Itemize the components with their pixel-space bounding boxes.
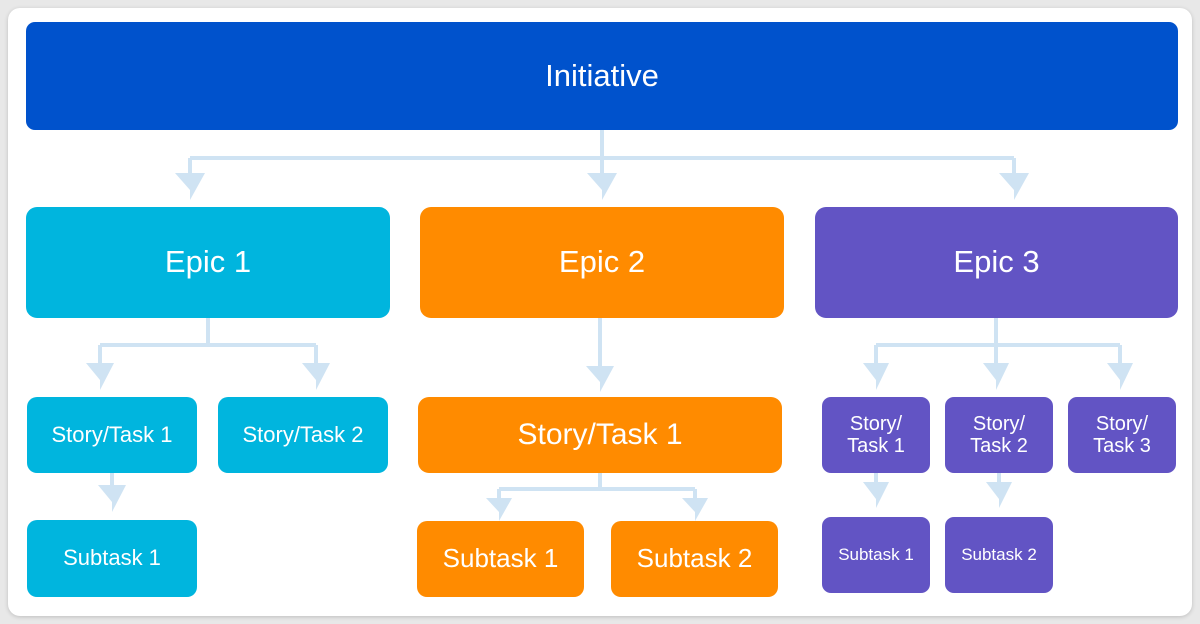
node-epic-3[interactable]: Epic 3	[815, 207, 1178, 318]
connector-epic3-to-stories	[874, 318, 1122, 365]
node-epic1-story-task-2[interactable]: Story/Task 2	[218, 397, 388, 473]
node-epic3-subtask-2[interactable]: Subtask 2	[945, 517, 1053, 593]
connector-initiative-to-epics	[188, 130, 1016, 175]
node-epic3-story-task-3[interactable]: Story/ Task 3	[1068, 397, 1176, 473]
diagram-stage: Initiative Epic 1 Epic 2 Epic 3 Story/Ta…	[8, 8, 1192, 616]
node-epic3-subtask-1[interactable]: Subtask 1	[822, 517, 930, 593]
node-epic2-story-task-1[interactable]: Story/Task 1	[418, 397, 782, 473]
node-epic2-subtask-2[interactable]: Subtask 2	[611, 521, 778, 597]
node-epic3-story-task-1[interactable]: Story/ Task 1	[822, 397, 930, 473]
arrowheads-epic3-stories	[863, 363, 1133, 390]
node-initiative[interactable]: Initiative	[26, 22, 1178, 130]
connector-epic3-stories-to-subtasks	[874, 473, 1001, 484]
node-epic1-subtask-1[interactable]: Subtask 1	[27, 520, 197, 597]
diagram-card: Initiative Epic 1 Epic 2 Epic 3 Story/Ta…	[8, 8, 1192, 616]
arrowheads-epic2-subtasks	[486, 498, 708, 521]
node-epic3-story-task-2[interactable]: Story/ Task 2	[945, 397, 1053, 473]
arrowheads-epics	[175, 173, 1029, 200]
node-epic1-story-task-1[interactable]: Story/Task 1	[27, 397, 197, 473]
connector-epic2-story-to-subtasks	[497, 473, 697, 500]
node-epic2-subtask-1[interactable]: Subtask 1	[417, 521, 584, 597]
arrowheads-epic3-subtasks	[863, 482, 1012, 508]
arrowhead-epic1-subtask1	[98, 485, 126, 512]
node-epic-1[interactable]: Epic 1	[26, 207, 390, 318]
node-epic-2[interactable]: Epic 2	[420, 207, 784, 318]
connector-epic1-to-stories	[98, 318, 318, 365]
arrowheads-epic1-stories	[86, 363, 330, 390]
arrowhead-epic2-story	[586, 366, 614, 392]
